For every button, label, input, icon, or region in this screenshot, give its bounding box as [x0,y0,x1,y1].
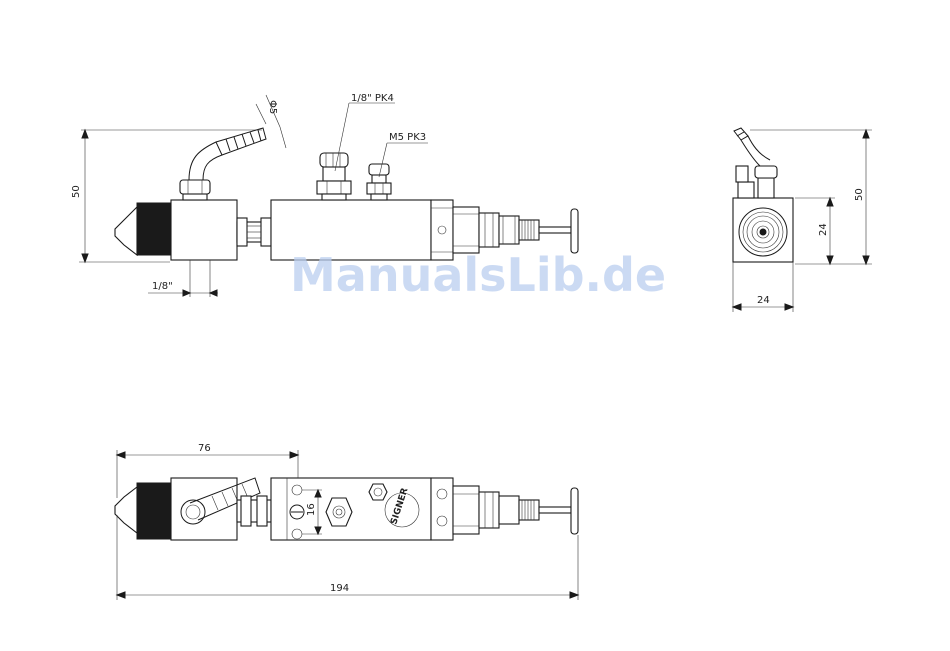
top-collar [431,478,453,540]
side-spindle [539,227,571,233]
side-elbow-nut [180,180,210,194]
label-thread-side: 1/8" [152,281,173,292]
label-overall-length: 194 [330,583,349,594]
top-nozzle-tip [115,487,137,533]
label-height-side: 50 [71,185,82,198]
label-end-width: 24 [757,295,770,306]
nozzle-tip [115,207,137,255]
label-diameter: Φ5 [267,100,278,114]
top-handle [571,488,578,534]
side-left-block [171,200,237,260]
nozzle-nut [137,203,171,255]
side-hose-barb [216,128,266,155]
fitting-pk4 [317,153,351,200]
label-height-end: 50 [854,188,865,201]
label-top-hole-pitch: 16 [306,503,317,516]
top-nozzle-nut [137,483,171,539]
fitting-pk3 [367,164,391,200]
top-view: 16 SIGNER 76 [115,443,578,600]
top-hex-small [369,484,387,500]
side-handle [571,209,578,253]
label-port-pk3: M5 PK3 [389,132,426,143]
top-hex-large [326,498,352,526]
side-elbow-tube [189,142,222,180]
label-port-pk4: 1/8" PK4 [351,93,394,104]
label-end-inner-height: 24 [818,223,829,236]
watermark: ManualsLib.de [290,248,666,302]
end-view: 24 50 24 [733,128,872,312]
label-top-offset: 76 [198,443,211,454]
